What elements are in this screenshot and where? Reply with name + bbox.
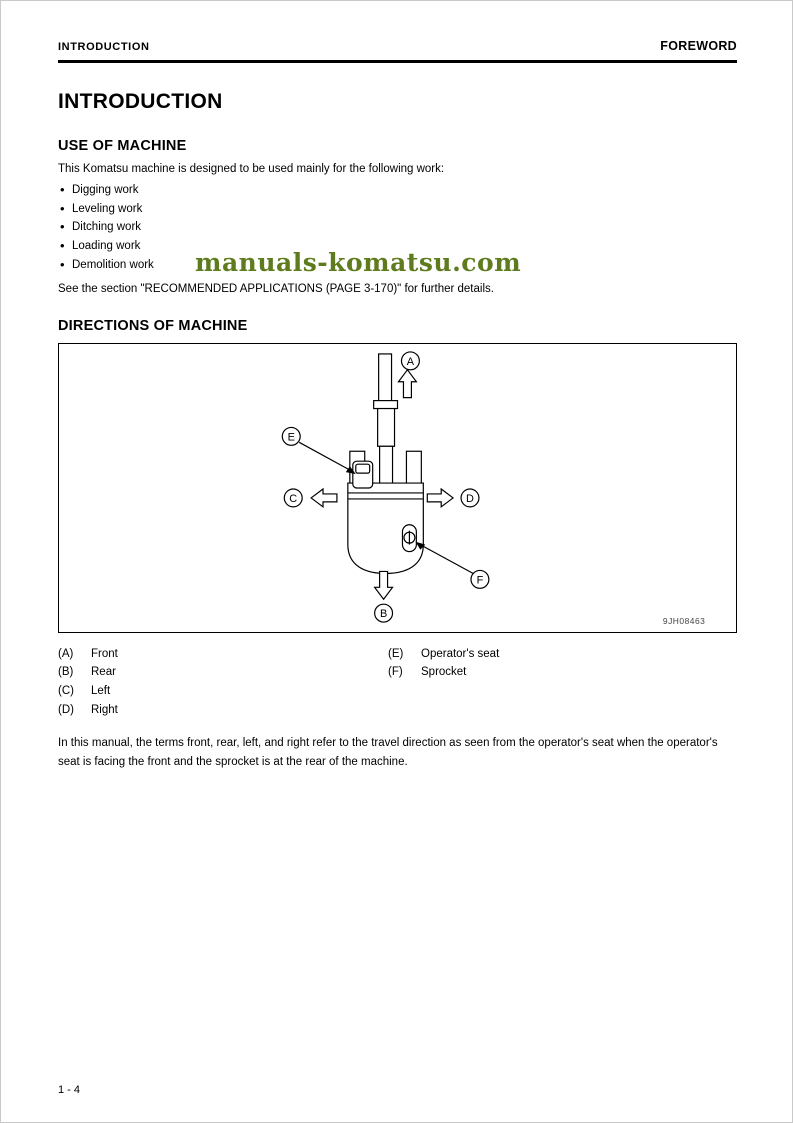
header-section-label: INTRODUCTION [58,41,150,53]
legend-column-left: (A) Front (B) Rear (C) Left (D) Right [58,645,388,720]
legend-key: (B) [58,666,74,679]
callout-f-label: F [477,574,484,586]
sprocket-leader-arrowhead [415,541,426,550]
use-of-machine-heading: USE OF MACHINE [58,138,187,154]
rear-arrow-icon [373,570,394,600]
header-rule [58,60,737,63]
figure-legend: (A) Front (B) Rear (C) Left (D) Right (E… [58,645,737,720]
use-of-machine-intro: This Komatsu machine is designed to be u… [58,163,445,175]
legend-value: Left [91,685,111,698]
legend-row: (D) Right [58,701,388,720]
callout-e [281,426,301,446]
seat-leader-arrowhead [345,465,356,474]
legend-value: Sprocket [421,666,467,679]
callout-c-label: C [289,492,297,504]
boom [373,352,399,487]
header-chapter-label: FOREWORD [660,39,737,53]
page-header: INTRODUCTION FOREWORD [58,39,737,53]
list-item: Ditching work [58,218,737,237]
legend-value: Front [91,647,118,660]
left-arrow-icon [310,487,338,508]
legend-value: Rear [91,666,116,679]
callout-d-label: D [466,492,474,504]
right-arrow-icon [426,487,455,508]
legend-row: (C) Left [58,682,388,701]
machine-direction-diagram: A B C D E F 9JH08463 [281,350,705,626]
callout-f [470,569,490,589]
legend-column-right: (E) Operator's seat (F) Sprocket [388,645,499,720]
legend-value: Right [91,703,118,716]
directions-of-machine-heading: DIRECTIONS OF MACHINE [58,317,248,334]
legend-key: (A) [58,647,74,660]
figure-code: 9JH08463 [663,616,705,626]
legend-row: (A) Front [58,645,388,664]
callout-b [374,603,394,623]
callout-b-label: B [380,608,387,620]
callout-a [400,350,420,370]
sprocket [401,523,417,552]
callout-c [283,487,303,507]
page-footer: 1 - 4 [58,1084,80,1096]
callout-e-label: E [288,431,295,443]
list-item: Digging work [58,181,737,200]
page-number: 1 - 4 [58,1084,81,1096]
legend-key: (C) [58,685,74,698]
work-list: Digging work Leveling work Ditching work… [58,181,737,275]
seat-leader-line [298,441,353,472]
list-item: Demolition work [58,256,737,275]
see-also-text: See the section "RECOMMENDED APPLICATION… [58,282,494,295]
legend-row: (B) Rear [58,663,388,682]
directions-note: In this manual, the terms front, rear, l… [58,736,718,768]
legend-row: (E) Operator's seat [388,645,499,664]
callout-d [460,487,480,507]
list-item: Loading work [58,237,737,256]
legend-row: (F) Sprocket [388,663,499,682]
sprocket-leader-line [418,542,474,574]
list-item: Leveling work [58,200,737,219]
watermark: manuals-komatsu.com [195,248,522,277]
front-arrow-icon [397,368,418,398]
legend-value: Operator's seat [421,647,500,660]
legend-key: (E) [388,647,404,660]
directions-figure: A B C D E F 9JH08463 [58,342,737,633]
operator-seat [352,460,374,489]
callout-a-label: A [407,355,415,367]
page-title: INTRODUCTION [58,90,223,113]
legend-key: (D) [58,703,74,716]
legend-key: (F) [388,666,403,679]
